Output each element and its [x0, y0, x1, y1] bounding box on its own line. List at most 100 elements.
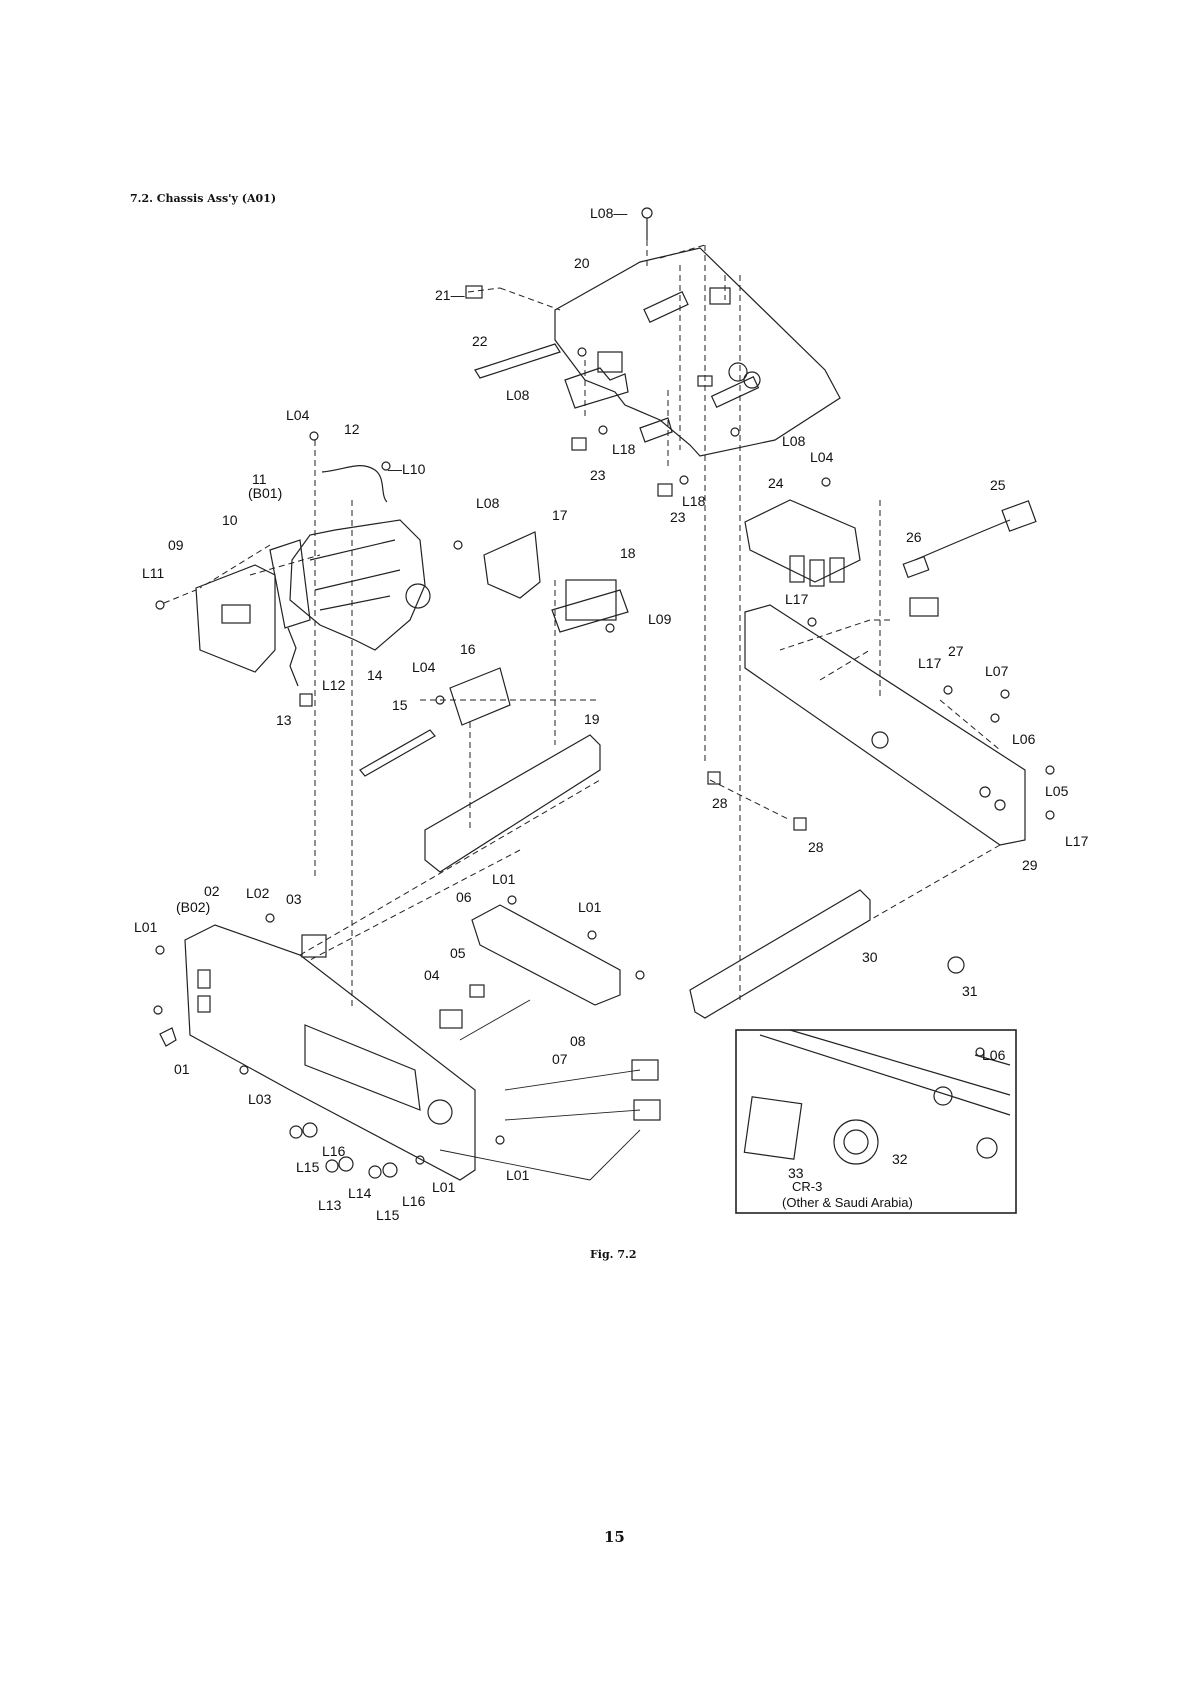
- power-cord-25: [914, 519, 1011, 561]
- inset-hole-1: [933, 1086, 953, 1106]
- callout-22: 22: [472, 333, 488, 349]
- screw-L06-a: [990, 713, 1000, 723]
- side-bracket-19: [424, 734, 601, 873]
- callout-23-b: 23: [670, 509, 686, 525]
- callout-28-a: 28: [712, 795, 728, 811]
- front-panel-02: [184, 924, 476, 1181]
- rear-panel-29: [744, 604, 1026, 846]
- part-13: [299, 693, 313, 707]
- screw-L18-a: [598, 425, 608, 435]
- callout-18: 18: [620, 545, 636, 561]
- callout-L05: L05: [1045, 783, 1069, 799]
- callout-05: 05: [450, 945, 466, 961]
- part-10-frame: [269, 539, 311, 629]
- callout-L15-b: L15: [376, 1207, 400, 1223]
- callout-L08-top: L08—: [590, 205, 627, 221]
- callout-B01: (B01): [248, 485, 282, 501]
- switch-08: [631, 1059, 659, 1081]
- callout-L12: L12: [322, 677, 346, 693]
- nut-L16-a: [289, 1125, 303, 1139]
- callout-33: 33: [788, 1165, 804, 1181]
- transformer-18-base: [551, 589, 629, 633]
- main-pcb-20: [554, 247, 841, 457]
- power-cap-1: [789, 555, 805, 583]
- callout-26: 26: [906, 529, 922, 545]
- callout-L06-a: L06: [1012, 731, 1036, 747]
- callout-02: 02: [204, 883, 220, 899]
- callout-13: 13: [276, 712, 292, 728]
- cassette-mechanism-11: [289, 519, 426, 651]
- callout-23-a: 23: [590, 467, 606, 483]
- power-plug-25: [1001, 500, 1037, 532]
- nut-L15-b: [368, 1165, 382, 1179]
- callout-12: 12: [344, 421, 360, 437]
- wire-12: [321, 465, 388, 503]
- clip-23-a: [571, 437, 587, 451]
- callout-20: 20: [574, 255, 590, 271]
- screw-L01-b: [507, 895, 517, 905]
- assembly-guide-lines: [163, 240, 1001, 1010]
- inset-region: (Other & Saudi Arabia): [782, 1195, 913, 1210]
- callout-30: 30: [862, 949, 878, 965]
- callout-11: 11: [252, 471, 267, 487]
- mechanism-motor: [405, 583, 431, 609]
- callout-L16-a: L16: [322, 1143, 346, 1159]
- part-27: [909, 597, 939, 617]
- screw-L01-c1: [587, 930, 597, 940]
- cassette-mechanism-detail: [309, 539, 401, 611]
- callout-L01-c: L01: [578, 899, 602, 915]
- inset-frame: [735, 1029, 1017, 1214]
- power-pcb-24: [744, 499, 861, 583]
- power-cap-2: [809, 559, 825, 587]
- callout-01: 01: [174, 1061, 190, 1077]
- screw-L07: [1000, 689, 1010, 699]
- screw-L08-b: [453, 540, 463, 550]
- callout-labels: L08—2021—22L08L0412—L1011(B01)1009L1114L…: [134, 205, 1089, 1223]
- callout-19: 19: [584, 711, 600, 727]
- callout-17: 17: [552, 507, 568, 523]
- callout-L15-a: L15: [296, 1159, 320, 1175]
- small-pcb-16: [449, 667, 511, 726]
- rear-panel-hole: [871, 731, 889, 749]
- callout-09: 09: [168, 537, 184, 553]
- clip-28-a: [707, 771, 721, 785]
- section-title: 7.2. Chassis Ass'y (A01): [130, 192, 277, 205]
- screw-L05: [1045, 765, 1055, 775]
- callout-L09: L09: [648, 611, 672, 627]
- pcb-relay: [597, 351, 623, 373]
- nut-L13: [325, 1159, 339, 1173]
- screw-L03: [239, 1065, 249, 1075]
- callout-L08-b: L08: [476, 495, 500, 511]
- callout-L01-d: L01: [432, 1179, 456, 1195]
- screw-L10: [381, 461, 391, 471]
- screw-L17-b: [943, 685, 953, 695]
- board-06: [471, 904, 621, 1006]
- rear-panel-jack-1: [979, 786, 991, 798]
- callout-L16-b: L16: [402, 1193, 426, 1209]
- screw-L01-e: [495, 1135, 505, 1145]
- screw-L18-b: [679, 475, 689, 485]
- callout-32: 32: [892, 1151, 908, 1167]
- part-32-outer: [833, 1119, 879, 1165]
- callout-L18-a: L18: [612, 441, 636, 457]
- callout-15: 15: [392, 697, 408, 713]
- pcb-connector: [709, 287, 731, 305]
- callout-24: 24: [768, 475, 784, 491]
- callout-07: 07: [552, 1051, 568, 1067]
- callout-27: 27: [948, 643, 964, 659]
- inset-hole-2: [976, 1137, 998, 1159]
- callout-L04-c: L04: [810, 449, 834, 465]
- callout-L11: L11: [142, 565, 165, 581]
- screw-L01-d: [415, 1155, 425, 1165]
- callout-B02: (B02): [176, 899, 210, 915]
- callout-L03: L03: [248, 1091, 272, 1107]
- part-22-bar: [474, 343, 561, 379]
- callout-L17-c: L17: [1065, 833, 1089, 849]
- pcb-bracket: [564, 367, 629, 409]
- figure-caption: Fig. 7.2: [590, 1248, 637, 1261]
- callout-L08-c: L08: [782, 433, 806, 449]
- screw-L01-a1: [155, 945, 165, 955]
- switch-03: [301, 934, 327, 958]
- solid-guide-lines: [439, 999, 641, 1181]
- clip-28-b: [793, 817, 807, 831]
